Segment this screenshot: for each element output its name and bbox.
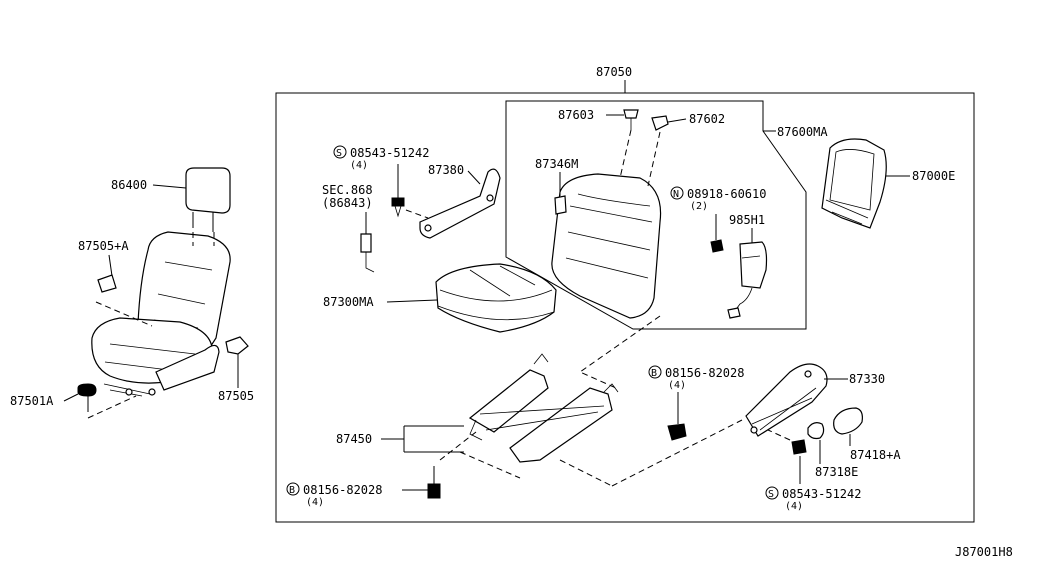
label-87050: 87050: [596, 65, 632, 79]
label-08543-51242-top-qty: (4): [350, 160, 368, 171]
slide-adjuster-part: [468, 353, 619, 463]
bolt-bottom-marker: B: [286, 482, 300, 496]
label-08156-82028-mid: 08156-82028: [665, 366, 744, 380]
spring-part: [807, 422, 825, 440]
label-08543-51242-bottom-qty: (4): [785, 501, 803, 512]
label-87346m: 87346M: [535, 157, 578, 171]
label-08918-60610: 08918-60610: [687, 187, 766, 201]
n-marker: N: [673, 189, 679, 200]
finisher-87380-part: [419, 168, 501, 239]
label-87501a: 87501A: [10, 394, 54, 408]
airbag-module-part: [727, 241, 768, 319]
seat-back-part: [551, 173, 662, 319]
complete-seat-illustration: [77, 167, 249, 419]
label-86400: 86400: [111, 178, 147, 192]
b-marker-bottom: B: [289, 485, 295, 496]
label-08156-82028-bottom-qty: (4): [306, 497, 324, 508]
label-87330: 87330: [849, 372, 885, 386]
label-985h1: 985H1: [729, 213, 765, 227]
label-86843: (86843): [322, 196, 373, 210]
seat-cushion-part: [435, 263, 557, 333]
label-08543-51242-top: 08543-51242: [350, 146, 429, 160]
label-87600ma: 87600MA: [777, 125, 828, 139]
b-marker-mid: B: [651, 368, 657, 379]
knob-cover-part: [745, 363, 828, 437]
label-87602: 87602: [689, 112, 725, 126]
s-marker-bottom: S: [768, 489, 774, 500]
label-08156-82028-bottom: 08156-82028: [303, 483, 382, 497]
label-08918-60610-qty: (2): [690, 201, 708, 212]
back-board-part: [821, 138, 887, 229]
label-08156-82028-mid-qty: (4): [668, 380, 686, 391]
seat-back-subframe: [505, 100, 807, 330]
label-08543-51242-bottom: 08543-51242: [782, 487, 861, 501]
label-sec-868: SEC.868: [322, 183, 373, 197]
label-87418-a: 87418+A: [850, 448, 901, 462]
label-87000e: 87000E: [912, 169, 955, 183]
label-87505-a: 87505+A: [78, 239, 129, 253]
label-87380: 87380: [428, 163, 464, 177]
screw-bottom-marker: S: [765, 486, 779, 500]
label-87505: 87505: [218, 389, 254, 403]
label-87450: 87450: [336, 432, 372, 446]
nut-marker: N: [670, 186, 684, 200]
label-87300ma: 87300MA: [323, 295, 374, 309]
bolt-mid-marker: B: [648, 365, 662, 379]
label-87318e: 87318E: [815, 465, 858, 479]
diagram-code: J87001H8: [955, 545, 1013, 559]
screw-top-marker: S: [333, 145, 347, 159]
label-87603: 87603: [558, 108, 594, 122]
s-marker-top: S: [336, 148, 342, 159]
knob-part: [833, 407, 863, 435]
